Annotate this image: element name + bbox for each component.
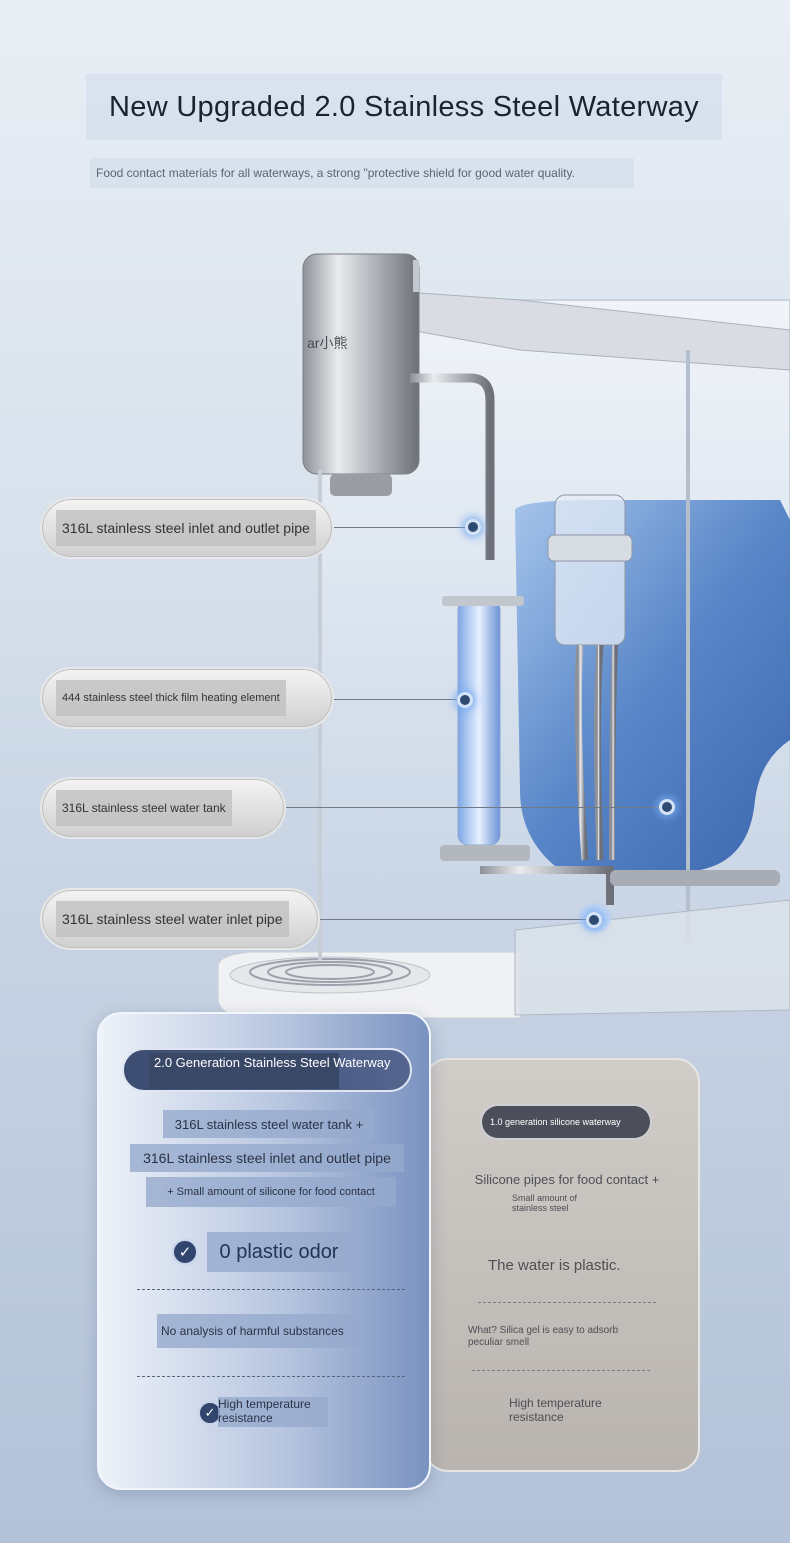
divider bbox=[137, 1376, 405, 1377]
hotspot-marker bbox=[659, 799, 675, 815]
brand-mark: ar小熊 bbox=[307, 335, 347, 351]
gen1-drawback-plastic: The water is plastic. bbox=[488, 1257, 621, 1274]
gen2-line1: 316L stainless steel water tank + bbox=[163, 1110, 375, 1138]
callout-inlet-pipe: 316L stainless steel water inlet pipe bbox=[40, 888, 320, 950]
divider bbox=[478, 1302, 656, 1303]
gen2-benefit-harmful: No analysis of harmful substances bbox=[157, 1314, 365, 1348]
callout-label: 444 stainless steel thick film heating e… bbox=[56, 680, 286, 716]
hotspot-marker bbox=[465, 519, 481, 535]
checkmark-icon: ✓ bbox=[172, 1239, 198, 1265]
gen1-line1: Silicone pipes for food contact + bbox=[463, 1166, 671, 1192]
hotspot-marker bbox=[586, 912, 602, 928]
gen1-drawback-odor: What? Silica gel is easy to adsorb pecul… bbox=[468, 1325, 619, 1348]
gen2-badge: 2.0 Generation Stainless Steel Waterway bbox=[122, 1048, 412, 1092]
callout-line bbox=[320, 919, 588, 920]
page-title: New Upgraded 2.0 Stainless Steel Waterwa… bbox=[86, 74, 722, 140]
callout-water-tank: 316L stainless steel water tank bbox=[40, 777, 286, 839]
gen2-benefit-temperature: High temperature resistance bbox=[218, 1397, 328, 1427]
callout-label: 316L stainless steel inlet and outlet pi… bbox=[56, 510, 316, 546]
gen1-drawback-temperature: High temperature resistance bbox=[509, 1396, 602, 1424]
gen1-badge: 1.0 generation silicone waterway bbox=[482, 1106, 650, 1138]
divider bbox=[472, 1370, 650, 1371]
water-dispenser-illustration: ar小熊 bbox=[217, 253, 790, 1019]
page-subtitle: Food contact materials for all waterways… bbox=[90, 158, 634, 188]
gen2-line3: + Small amount of silicone for food cont… bbox=[146, 1177, 396, 1207]
callout-line bbox=[286, 807, 660, 808]
gen2-benefit-odor: 0 plastic odor bbox=[207, 1232, 351, 1272]
gen2-badge-label: 2.0 Generation Stainless Steel Waterway bbox=[154, 1055, 391, 1070]
callout-line bbox=[334, 527, 466, 528]
callout-heating-element: 444 stainless steel thick film heating e… bbox=[40, 667, 334, 729]
divider bbox=[137, 1289, 405, 1290]
hotspot-marker bbox=[457, 692, 473, 708]
callout-label: 316L stainless steel water tank bbox=[56, 790, 232, 826]
gen2-line2: 316L stainless steel inlet and outlet pi… bbox=[130, 1144, 404, 1172]
callout-line bbox=[334, 699, 458, 700]
callout-label: 316L stainless steel water inlet pipe bbox=[56, 901, 289, 937]
gen1-line2: Small amount of stainless steel bbox=[512, 1193, 578, 1213]
callout-inlet-outlet-pipe: 316L stainless steel inlet and outlet pi… bbox=[40, 497, 334, 559]
